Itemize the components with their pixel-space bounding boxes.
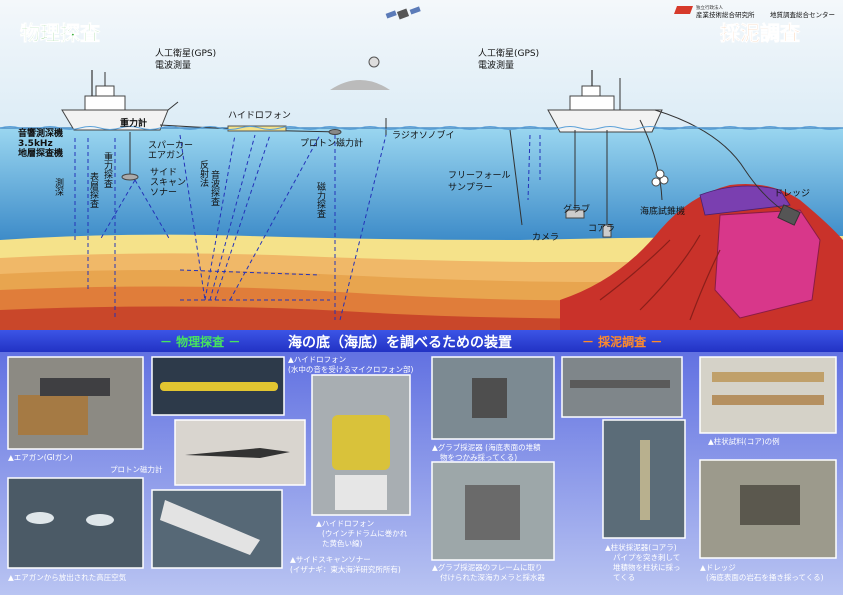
camera-label: カメラ — [532, 232, 559, 243]
right-section-title: 採泥調査 — [720, 21, 800, 45]
caption-hydro-top-1: ▲ハイドロフォン — [288, 355, 346, 364]
band-left-tag: － 物理探査 － — [160, 334, 240, 349]
magnetic-survey-label: 磁力探査 — [315, 181, 326, 218]
caption-grab-frame-1: ▲グラブ採泥器のフレームに取り — [432, 562, 543, 572]
sparker-label-1: スパーカー — [148, 140, 193, 151]
caption-hydro-top-2: (水中の音を受けるマイクロフォン部) — [288, 364, 413, 374]
photo-drum — [311, 374, 411, 516]
photo-grab — [431, 356, 555, 440]
photo-airgun — [7, 356, 144, 450]
echo-label-1: 音響測深機 — [18, 127, 63, 139]
caption-sidescan-2: (イザナギ：東大海洋研究所所有) — [290, 564, 401, 574]
caption-corer-1: ▲柱状採泥器(コアラ) — [605, 542, 677, 552]
sparker-label-2: エアガン — [148, 150, 184, 161]
right-sampling-lines — [509, 109, 801, 238]
caption-hydro-drum-2: (ウインチドラムに巻かれ — [322, 528, 408, 538]
survey-ship-left — [61, 70, 179, 131]
seafloor-test-label: 海底試錐機 — [640, 205, 685, 217]
radiosonobuoy-label: ラジオソノブイ — [392, 129, 455, 141]
caption-hydro-drum-1: ▲ハイドロフォン — [316, 519, 374, 528]
corer-label: コアラ — [588, 223, 615, 234]
caption-airgun: ▲エアガン(GIガン) — [8, 452, 73, 462]
caption-sidescan-1: ▲サイドスキャンソナー — [290, 555, 371, 564]
caption-grab-1: ▲グラブ採泥器 (海底表面の堆積 — [432, 442, 541, 452]
gps-left-label-2: 電波測量 — [155, 59, 191, 71]
seamount — [560, 184, 843, 330]
photo-dredge — [699, 459, 837, 559]
photo-hydrophone — [151, 356, 285, 416]
gps-left-label-1: 人工衛星(GPS) — [155, 47, 216, 59]
photo-proton — [174, 419, 306, 486]
depth-survey-label: 測深 — [53, 177, 64, 197]
proton-label: プロトン磁力計 — [300, 137, 363, 149]
photo-core-sample — [699, 356, 837, 434]
org-line1: 独立行政法人 — [696, 4, 723, 11]
caption-grab-2: 物をつかみ採ってくる) — [440, 452, 517, 462]
grab-label: グラブ — [563, 203, 590, 215]
gps-station-icon — [330, 56, 390, 90]
photo-airgun-release — [7, 477, 144, 569]
wave-line — [0, 126, 843, 130]
caption-airgun-release: ▲エアガンから放出された高圧空気 — [8, 572, 127, 582]
caption-corer-4: てくる — [613, 573, 635, 582]
photo-sidescan — [151, 489, 283, 569]
refraction-label: 音波探査 — [209, 169, 220, 206]
sky — [0, 0, 843, 128]
org-line2: 産業技術総合研究所 — [696, 10, 755, 19]
hydrophone-label: ハイドロフォン — [228, 111, 291, 121]
photo-grab-frame — [431, 461, 555, 561]
freefall-label-2: サンプラー — [448, 182, 493, 193]
band-center-title: 海の底（海底）を調べるための装置 — [288, 334, 512, 351]
reflection-label: 反射法 — [198, 160, 209, 188]
caption-hydro-drum-3: た黄色い線) — [322, 538, 362, 548]
org-line3: 地質調査総合センター — [770, 10, 835, 19]
dredge-label: ドレッジ — [774, 189, 810, 199]
tow-lines — [121, 118, 387, 181]
band-right-tag: － 採泥調査 － — [582, 334, 662, 349]
sidescan-label-3: ソナー — [150, 187, 177, 198]
caption-corer-3: 堆積物を柱状に採っ — [613, 562, 681, 572]
caption-grab-frame-2: 付けられた深海カメラと採水器 — [440, 572, 545, 582]
sidescan-label-1: サイド — [150, 167, 177, 178]
gps-right-label-2: 電波測量 — [478, 59, 514, 71]
gravimeter-label: 重力計 — [120, 117, 147, 129]
sidescan-label-2: スキャン — [150, 178, 186, 188]
photo-corer — [602, 419, 686, 539]
caption-dredge-1: ▲ドレッジ — [700, 563, 736, 572]
caption-corer-2: パイプを突き刺して — [613, 552, 680, 562]
freefall-label-1: フリーフォール — [448, 171, 510, 181]
sampling-ship-right — [547, 70, 663, 133]
org-logo: 独立行政法人 産業技術総合研究所 地質調査総合センター — [674, 4, 835, 19]
echo-label-3: 地層探査機 — [18, 147, 63, 159]
caption-proton: プロトン磁力計 — [110, 464, 163, 474]
satellite-icon — [385, 6, 421, 20]
gravity-survey-label: 重力探査 — [102, 151, 113, 188]
photo-corer-deck — [561, 356, 683, 418]
title-band — [0, 330, 843, 352]
caption-dredge-2: (海底表面の岩石を掻き採ってくる) — [706, 572, 824, 582]
surface-survey-label: 表層探査 — [88, 171, 99, 208]
echo-label-2: 3.5kHz — [18, 139, 53, 149]
gps-right-label-1: 人工衛星(GPS) — [478, 47, 539, 59]
left-section-title: 物理探査 — [20, 21, 100, 45]
survey-rays — [74, 134, 541, 321]
caption-core-sample: ▲柱状試料(コア)の例 — [708, 436, 780, 446]
